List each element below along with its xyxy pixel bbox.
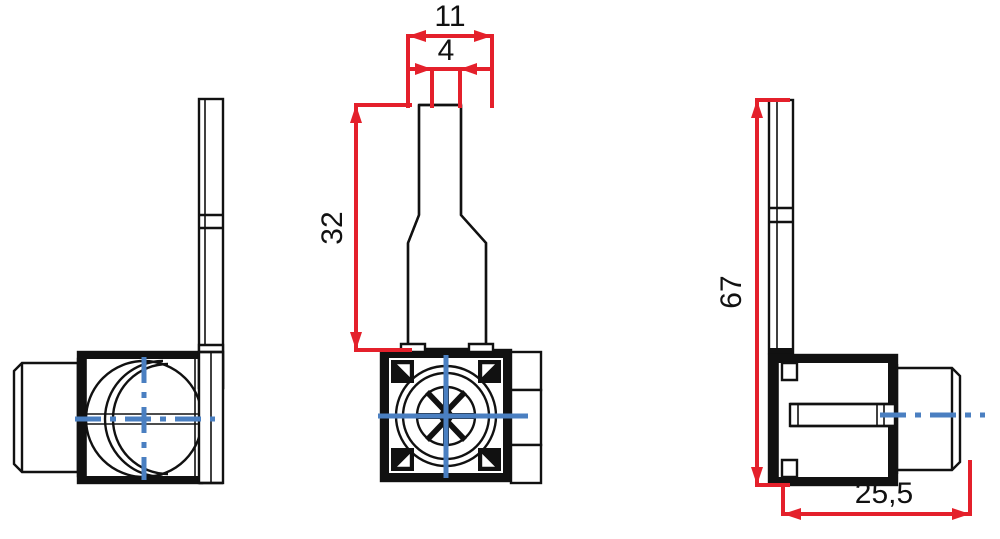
dimension-label-32: 32	[316, 211, 349, 244]
dimension-overall-height: 67	[715, 98, 790, 487]
dimension-label-25-5: 25,5	[855, 477, 913, 510]
left-view	[12, 97, 225, 485]
dimension-blade-width-outer: 11	[406, 0, 494, 108]
front-view: 11 4 32	[316, 0, 543, 485]
left-view-centerlines	[75, 357, 215, 480]
right-side-view: 67 25,5	[715, 98, 985, 520]
right-view-coax-barrel	[895, 364, 962, 474]
dimension-label-11: 11	[434, 0, 465, 33]
dimension-blade-height: 32	[316, 103, 412, 352]
right-view-housing	[767, 353, 899, 487]
dimension-overall-depth: 25,5	[781, 460, 972, 520]
left-view-coax-barrel	[12, 357, 84, 478]
left-view-blade	[197, 97, 225, 485]
dimension-blade-width-inner: 4	[410, 34, 490, 108]
front-view-centerlines	[378, 355, 528, 478]
dimension-label-4: 4	[438, 34, 455, 67]
right-view-blade	[767, 98, 795, 355]
dimension-label-67: 67	[715, 275, 748, 308]
